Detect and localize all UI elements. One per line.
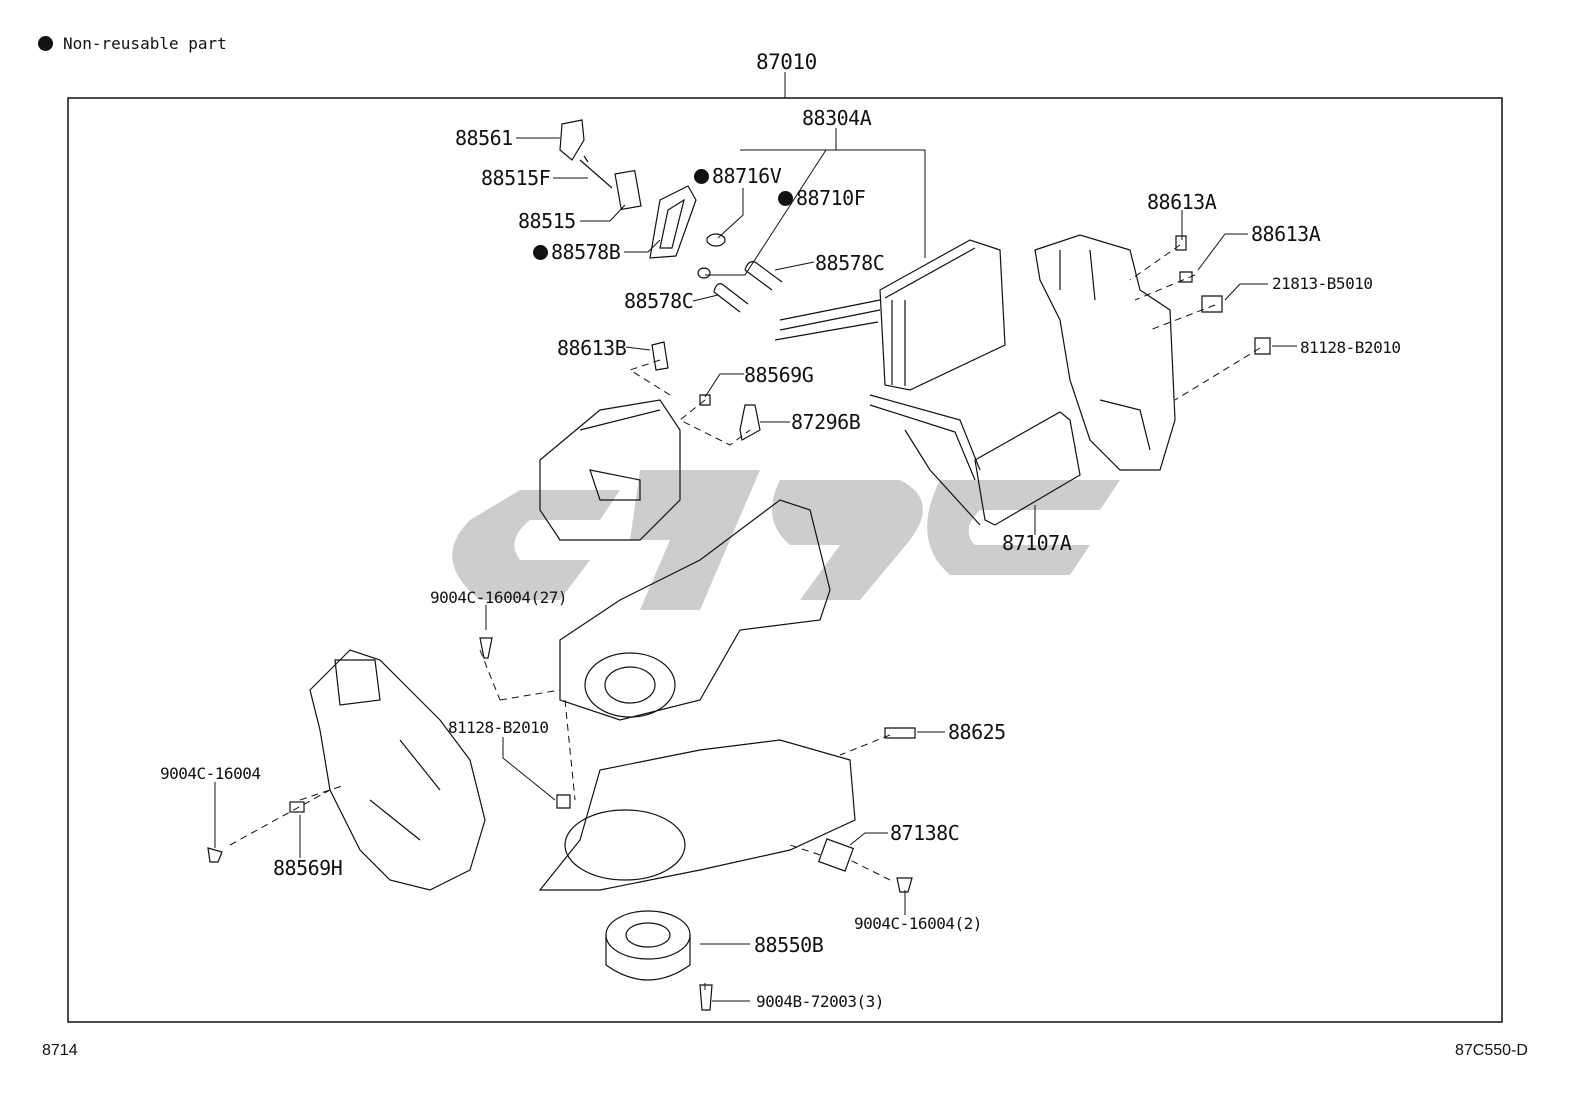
assembly-number: 87010 <box>756 50 817 74</box>
part-label[interactable]: 9004C-16004(2) <box>854 914 982 933</box>
part-label[interactable]: 88716V <box>694 166 782 186</box>
housing-upper-center <box>539 399 681 541</box>
screw-9004B-72003 <box>699 984 713 1011</box>
part-label[interactable]: 21813-B5010 <box>1272 274 1373 293</box>
insulator-88578C-upper <box>744 261 783 291</box>
dashed-assembly-lines <box>229 244 1261 990</box>
leader-lines <box>214 128 1297 1002</box>
part-label[interactable]: 88550B <box>754 933 824 957</box>
heater-core-87107A <box>974 411 1081 526</box>
sensor-21813 <box>1201 295 1223 313</box>
clip-81128-right <box>1254 337 1271 355</box>
clip-88613A-2 <box>1179 271 1193 283</box>
part-label[interactable]: 88613A <box>1147 190 1217 214</box>
part-label[interactable]: 9004C-16004(27) <box>430 588 568 607</box>
legend-text: Non-reusable part <box>63 34 227 53</box>
duct-housing-right <box>1034 234 1176 471</box>
part-label[interactable]: 88613B <box>557 336 627 360</box>
o-ring-88716V <box>706 233 726 247</box>
bolt-88515F <box>579 155 613 189</box>
screw-9004C-16004-27 <box>479 637 493 659</box>
o-ring-88710F <box>697 267 711 279</box>
part-label[interactable]: 87138C <box>890 821 960 845</box>
part-drawings <box>207 119 1271 1011</box>
part-label[interactable]: 88578B <box>533 242 621 262</box>
part-label[interactable]: 87296B <box>791 410 861 434</box>
blower-fan-upper <box>584 652 676 718</box>
screw-9004C-16004-left <box>207 847 223 863</box>
part-label[interactable]: 88515 <box>518 209 576 233</box>
part-label[interactable]: 88561 <box>455 126 513 150</box>
housing-middle <box>559 499 831 721</box>
page-reference: 8714 <box>42 1042 78 1059</box>
clip-88569H <box>289 801 305 813</box>
clamp-88613B <box>651 341 669 371</box>
part-label[interactable]: 88710F <box>778 188 866 208</box>
part-label[interactable]: 9004C-16004 <box>160 764 261 783</box>
housing-lower <box>538 739 856 891</box>
gasket-88578B <box>649 185 697 259</box>
part-label[interactable]: 88569H <box>273 856 343 880</box>
part-label[interactable]: 88569G <box>744 363 814 387</box>
expansion-valve-88515 <box>614 169 642 211</box>
part-label[interactable]: 81128-B2010 <box>1300 338 1401 357</box>
resistor-87138C <box>817 838 855 872</box>
bracket-88561 <box>559 119 585 161</box>
sensor-87296B <box>739 404 761 441</box>
part-label[interactable]: 81128-B2010 <box>448 718 549 737</box>
part-label[interactable]: 87107A <box>1002 531 1072 555</box>
duct-housing-left <box>309 649 486 891</box>
insulator-88578C-lower <box>713 283 749 313</box>
non-reusable-dot-icon <box>38 36 53 51</box>
evaporator-88304A <box>879 239 1006 391</box>
blower-motor-88550B <box>605 910 691 960</box>
clip-88613A-1 <box>1175 235 1187 251</box>
clip-88625 <box>884 727 916 739</box>
clip-81128-left <box>556 794 571 809</box>
part-label[interactable]: 9004B-72003(3) <box>756 992 884 1011</box>
part-label[interactable]: 88625 <box>948 720 1006 744</box>
screw-9004C-16004-2 <box>896 877 913 893</box>
legend: Non-reusable part <box>38 36 227 52</box>
part-label[interactable]: 88578C <box>815 251 885 275</box>
clip-88569G <box>699 394 711 406</box>
part-label[interactable]: 88613A <box>1251 222 1321 246</box>
part-label[interactable]: 88515F <box>481 166 551 190</box>
figure-code: 87C550-D <box>1455 1042 1528 1059</box>
part-label[interactable]: 88578C <box>624 289 694 313</box>
part-label[interactable]: 88304A <box>802 106 872 130</box>
